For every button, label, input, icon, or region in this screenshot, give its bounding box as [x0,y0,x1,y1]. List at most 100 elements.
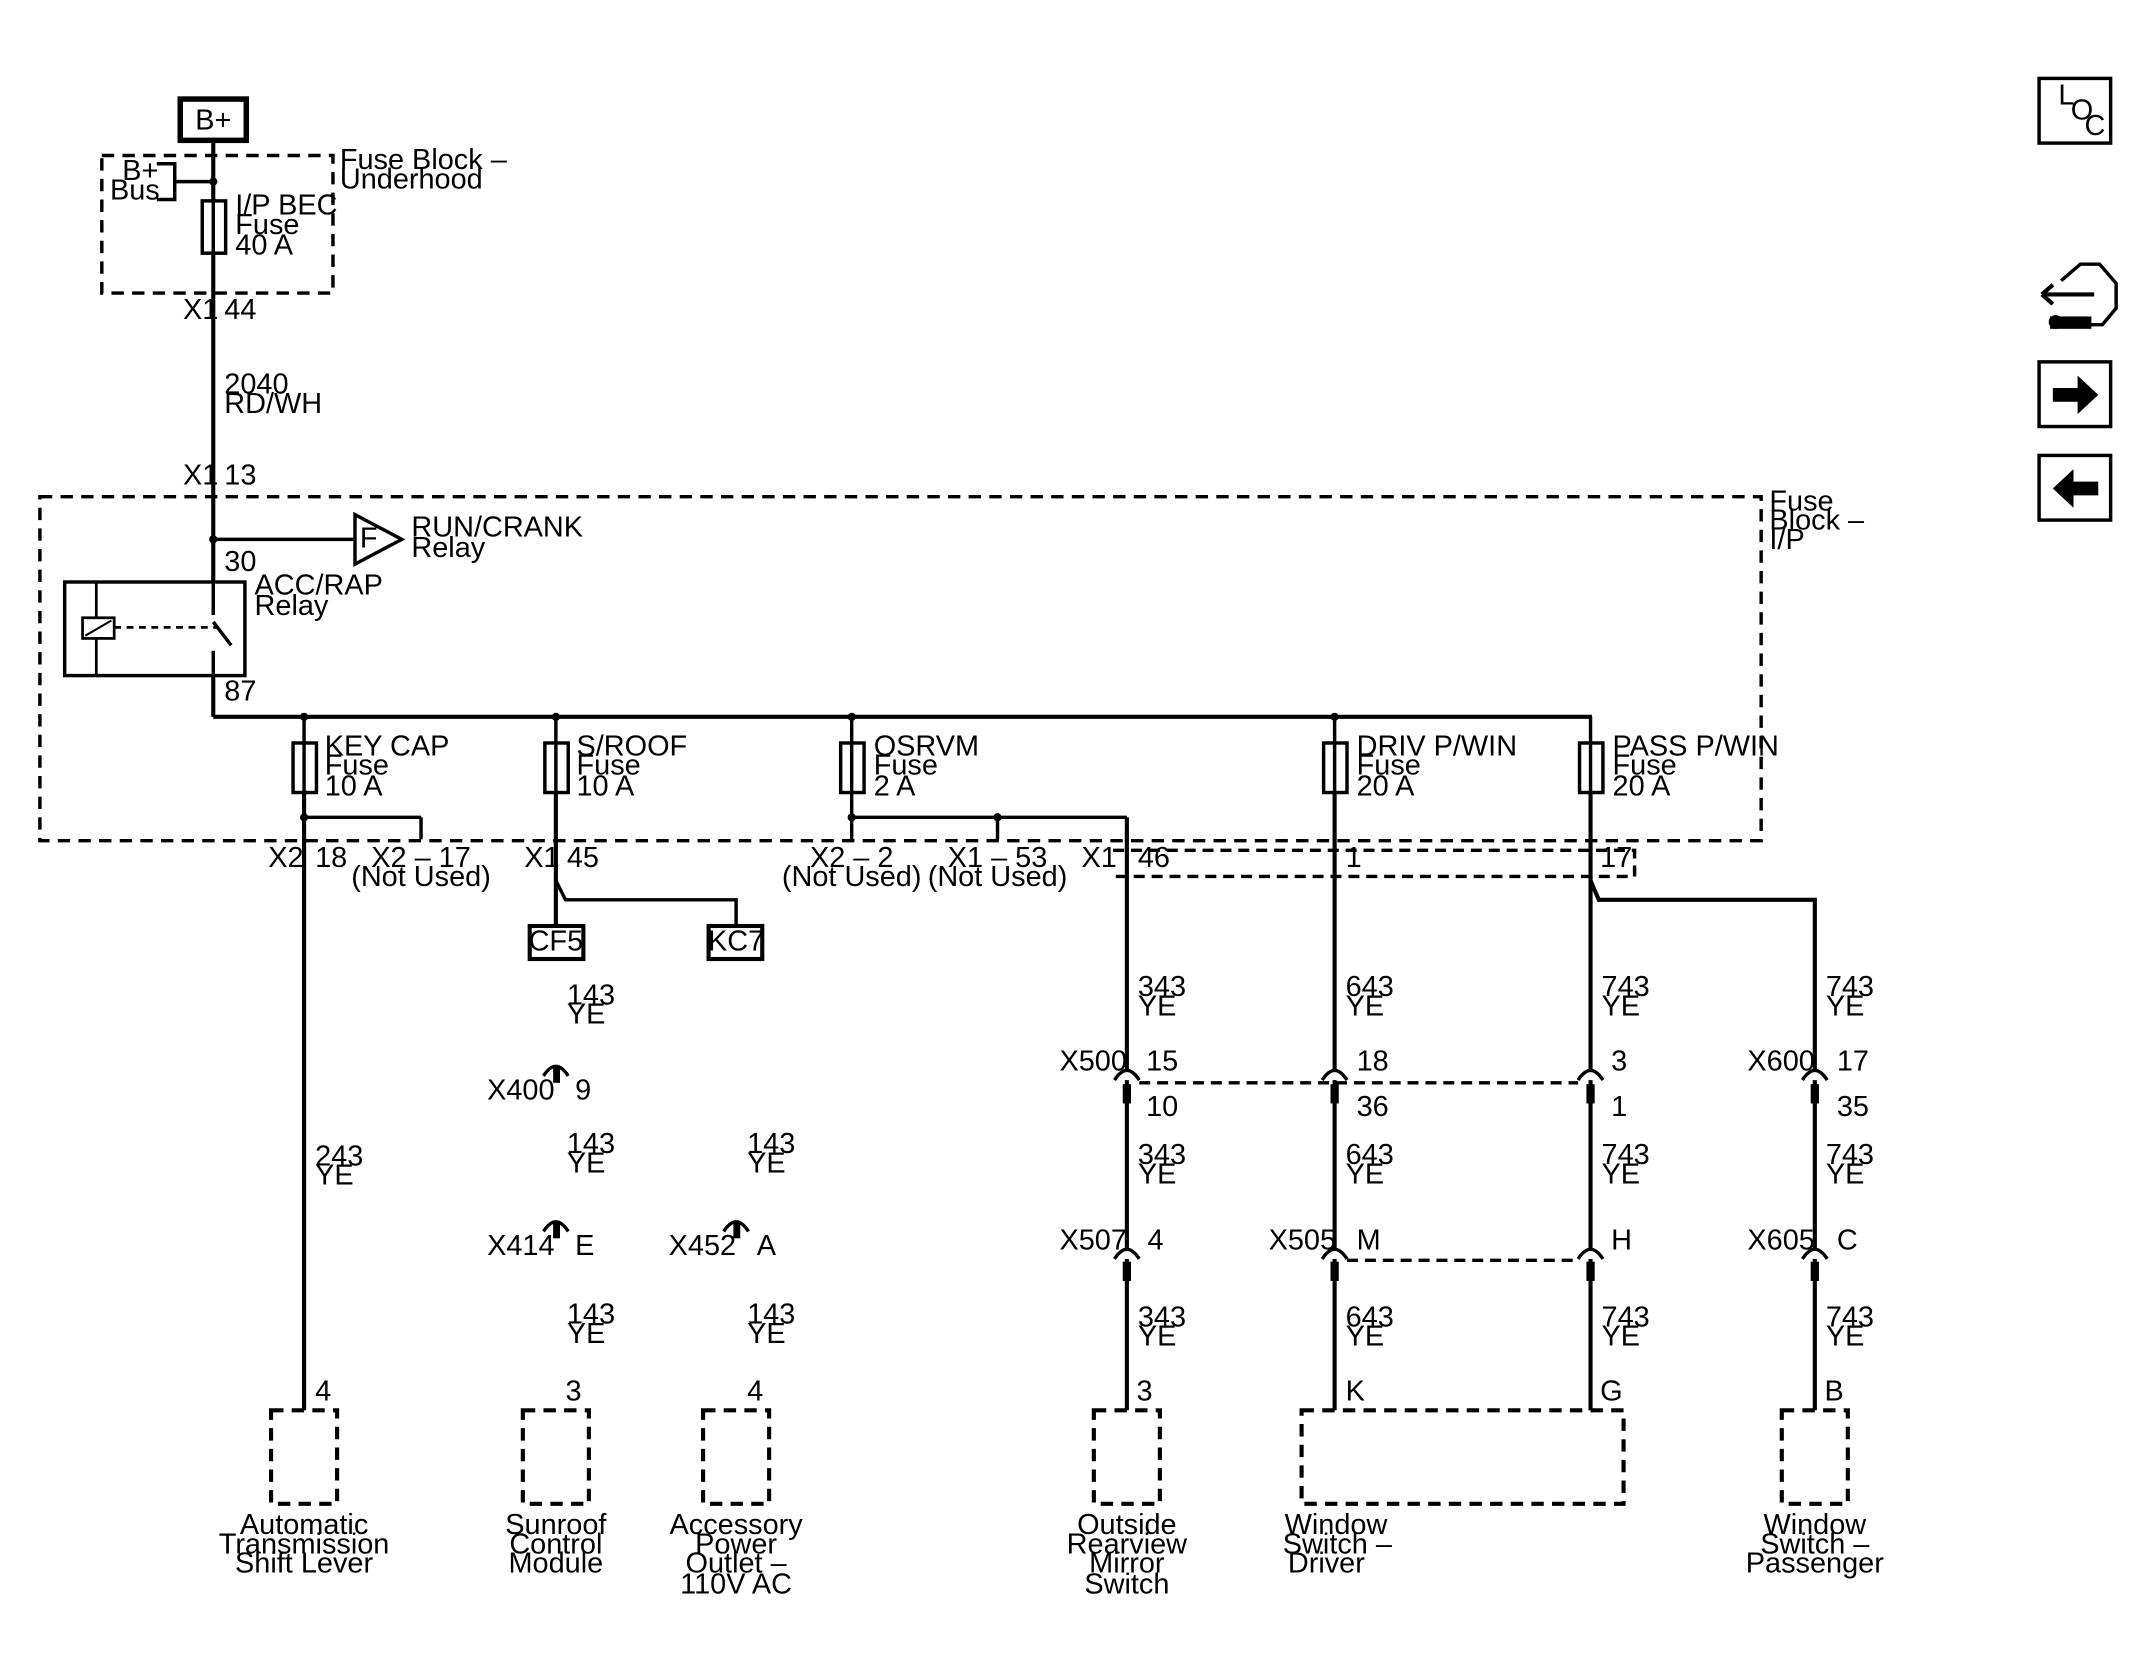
splice-kc7: KC7 [706,923,765,962]
fuse-driv-p-win: DRIV P/WIN Fuse 20 A [1321,712,1517,802]
next-page-icon[interactable] [2037,360,2113,429]
svg-text:Accessory: Accessory [670,1509,804,1541]
svg-text:X414: X414 [487,1230,554,1262]
circuit-key-cap: X2 18 X2 – 17 (Not Used) 243 YE [268,792,491,1411]
previous-page-icon[interactable] [2037,453,2113,522]
svg-text:Control: Control [509,1528,602,1560]
svg-text:17: 17 [1600,842,1632,874]
svg-text:YE: YE [315,1160,354,1192]
svg-text:743: 743 [1602,971,1650,1003]
svg-text:Fuse: Fuse [1613,750,1677,782]
wire-labels: 143 YE 143 YE 143 YE 143 YE 143 YE 343 Y… [567,971,1874,1352]
svg-text:Mirror: Mirror [1089,1548,1165,1580]
svg-text:KEY CAP: KEY CAP [325,730,450,762]
svg-text:YE: YE [747,1147,786,1179]
svg-text:87: 87 [224,675,256,707]
svg-text:20 A: 20 A [1613,770,1672,802]
svg-text:18: 18 [315,842,347,874]
svg-text:YE: YE [747,1318,786,1350]
component-window-switch-driver: K G Window Switch – Driver [1283,1376,1626,1580]
svg-text:Outlet –: Outlet – [686,1548,788,1580]
svg-text:X507: X507 [1059,1224,1126,1256]
svg-text:743: 743 [1602,1301,1650,1333]
svg-text:Automatic: Automatic [240,1509,368,1541]
svg-text:DRIV P/WIN: DRIV P/WIN [1357,730,1517,762]
svg-text:Fuse: Fuse [1769,485,1833,517]
svg-text:ACC/RAP: ACC/RAP [255,569,383,601]
svg-text:643: 643 [1346,971,1394,1003]
svg-text:143: 143 [567,1128,615,1160]
connector-x1-44: X1 44 [183,294,256,326]
svg-text:YE: YE [567,999,606,1031]
svg-text:45: 45 [567,842,599,874]
svg-text:OSRVM: OSRVM [874,730,979,762]
svg-text:Switch: Switch [1084,1568,1169,1600]
svg-text:YE: YE [1346,990,1385,1022]
circuit-s-roof: X1 45 [524,792,738,925]
svg-text:Fuse Block –: Fuse Block – [340,144,508,176]
svg-text:X600: X600 [1747,1045,1814,1077]
connector-x507: X507 4 [1059,1224,1164,1281]
svg-text:44: 44 [224,294,256,326]
svg-text:743: 743 [1826,1301,1874,1333]
svg-text:743: 743 [1826,971,1874,1003]
svg-text:30: 30 [224,546,256,578]
fuse-osrvm: OSRVM Fuse 2 A [838,712,979,802]
svg-text:Fuse: Fuse [577,750,641,782]
svg-text:G: G [1600,1376,1622,1408]
svg-text:E: E [575,1230,594,1262]
svg-text:Block –: Block – [1769,505,1865,537]
svg-text:9: 9 [575,1074,591,1106]
svg-text:2040: 2040 [224,369,288,401]
svg-text:343: 343 [1138,1301,1186,1333]
svg-text:YE: YE [1602,990,1641,1022]
svg-text:10 A: 10 A [577,770,636,802]
svg-text:YE: YE [1826,990,1865,1022]
svg-text:20 A: 20 A [1357,770,1416,802]
component-sunroof-module: 3 Sunroof Control Module [505,1376,607,1580]
svg-text:(Not Used): (Not Used) [351,861,491,893]
svg-text:X500: X500 [1059,1045,1126,1077]
svg-text:743: 743 [1826,1139,1874,1171]
svg-text:YE: YE [1138,1321,1177,1353]
circuit-osrvm: X2 – 2 (Not Used) X1 – 53 (Not Used) [782,792,1129,1411]
component-shift-lever: 4 Automatic Transmission Shift Lever [219,1376,390,1580]
svg-text:36: 36 [1357,1091,1389,1123]
svg-text:Driver: Driver [1288,1548,1365,1580]
svg-text:Fuse: Fuse [1357,750,1421,782]
svg-text:643: 643 [1346,1139,1394,1171]
acc-rap-relay: ACC/RAP Relay [62,569,383,678]
svg-text:(Not Used): (Not Used) [782,861,922,893]
svg-text:F: F [360,523,378,555]
loc-button[interactable]: L O C [2037,76,2113,145]
fuse-pass-p-win: PASS P/WIN Fuse 20 A [1577,716,1779,802]
svg-text:X2 – 2: X2 – 2 [810,842,893,874]
run-crank-relay: F RUN/CRANK Relay [209,512,583,567]
svg-text:Transmission: Transmission [219,1528,390,1560]
svg-text:L: L [2058,80,2074,112]
svg-text:YE: YE [1602,1158,1641,1190]
svg-text:18: 18 [1357,1045,1389,1077]
svg-text:4: 4 [747,1376,763,1408]
svg-text:(Not Used): (Not Used) [928,861,1068,893]
component-mirror-switch: 3 Outside Rearview Mirror Switch [1067,1376,1187,1601]
svg-text:K: K [1346,1376,1365,1408]
svg-text:Module: Module [509,1548,604,1580]
svg-text:10 A: 10 A [325,770,384,802]
svg-text:B+: B+ [122,155,158,187]
svg-text:YE: YE [567,1147,606,1179]
harness-locator-icon[interactable] [2040,262,2118,329]
svg-text:3: 3 [1136,1376,1152,1408]
svg-text:643: 643 [1346,1301,1394,1333]
svg-text:Fuse: Fuse [235,209,299,241]
ip-bec-fuse: I/P BEC Fuse 40 A [200,181,337,262]
svg-text:C: C [1837,1224,1858,1256]
svg-text:143: 143 [567,979,615,1011]
svg-text:4: 4 [1148,1224,1164,1256]
svg-text:YE: YE [1346,1158,1385,1190]
svg-text:YE: YE [567,1318,606,1350]
svg-text:Rearview: Rearview [1067,1528,1187,1560]
svg-text:15: 15 [1146,1045,1178,1077]
svg-text:X400: X400 [487,1074,554,1106]
svg-text:Switch –: Switch – [1760,1528,1870,1560]
